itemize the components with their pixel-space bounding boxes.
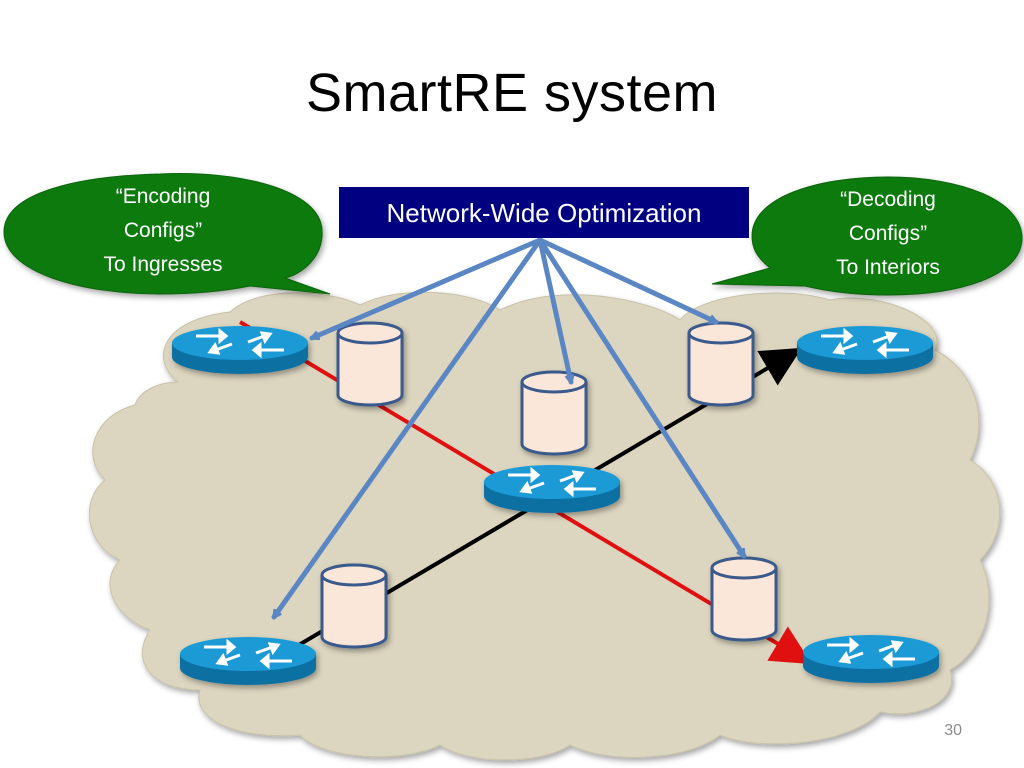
config-arrows: [271, 237, 747, 617]
cache-database-icon: [320, 563, 388, 649]
config-arrow: [271, 237, 543, 617]
cache-database-icon: [336, 321, 404, 407]
config-arrow: [537, 237, 747, 556]
decoding-callout-line1: “Decoding: [840, 188, 936, 211]
encoding-callout-line3: To Ingresses: [103, 253, 222, 276]
cache-database-icon: [520, 370, 588, 456]
router-icon: [795, 324, 935, 376]
config-arrow: [537, 237, 571, 382]
router-icon: [170, 324, 310, 376]
config-arrow: [537, 237, 716, 325]
slide-title: SmartRE system: [305, 63, 719, 123]
cache-database-icon: [687, 321, 755, 407]
page-number: 30: [944, 722, 962, 739]
cache-database-icon: [710, 556, 778, 642]
decoding-callout-line2: Configs”: [849, 222, 927, 245]
encoding-callout-line2: Configs”: [124, 219, 202, 242]
optimizer-box: Network-Wide Optimization: [339, 187, 749, 238]
router-icon: [482, 463, 622, 515]
router-icon: [801, 633, 941, 685]
encoding-callout: [3, 173, 331, 295]
config-arrow: [312, 237, 543, 341]
encoding-callout-line1: “Encoding: [116, 185, 211, 208]
decoding-callout: [711, 176, 1023, 296]
router-icon: [178, 635, 318, 687]
optimizer-label: Network-Wide Optimization: [387, 198, 702, 228]
decoding-callout-line3: To Interiors: [836, 256, 940, 279]
